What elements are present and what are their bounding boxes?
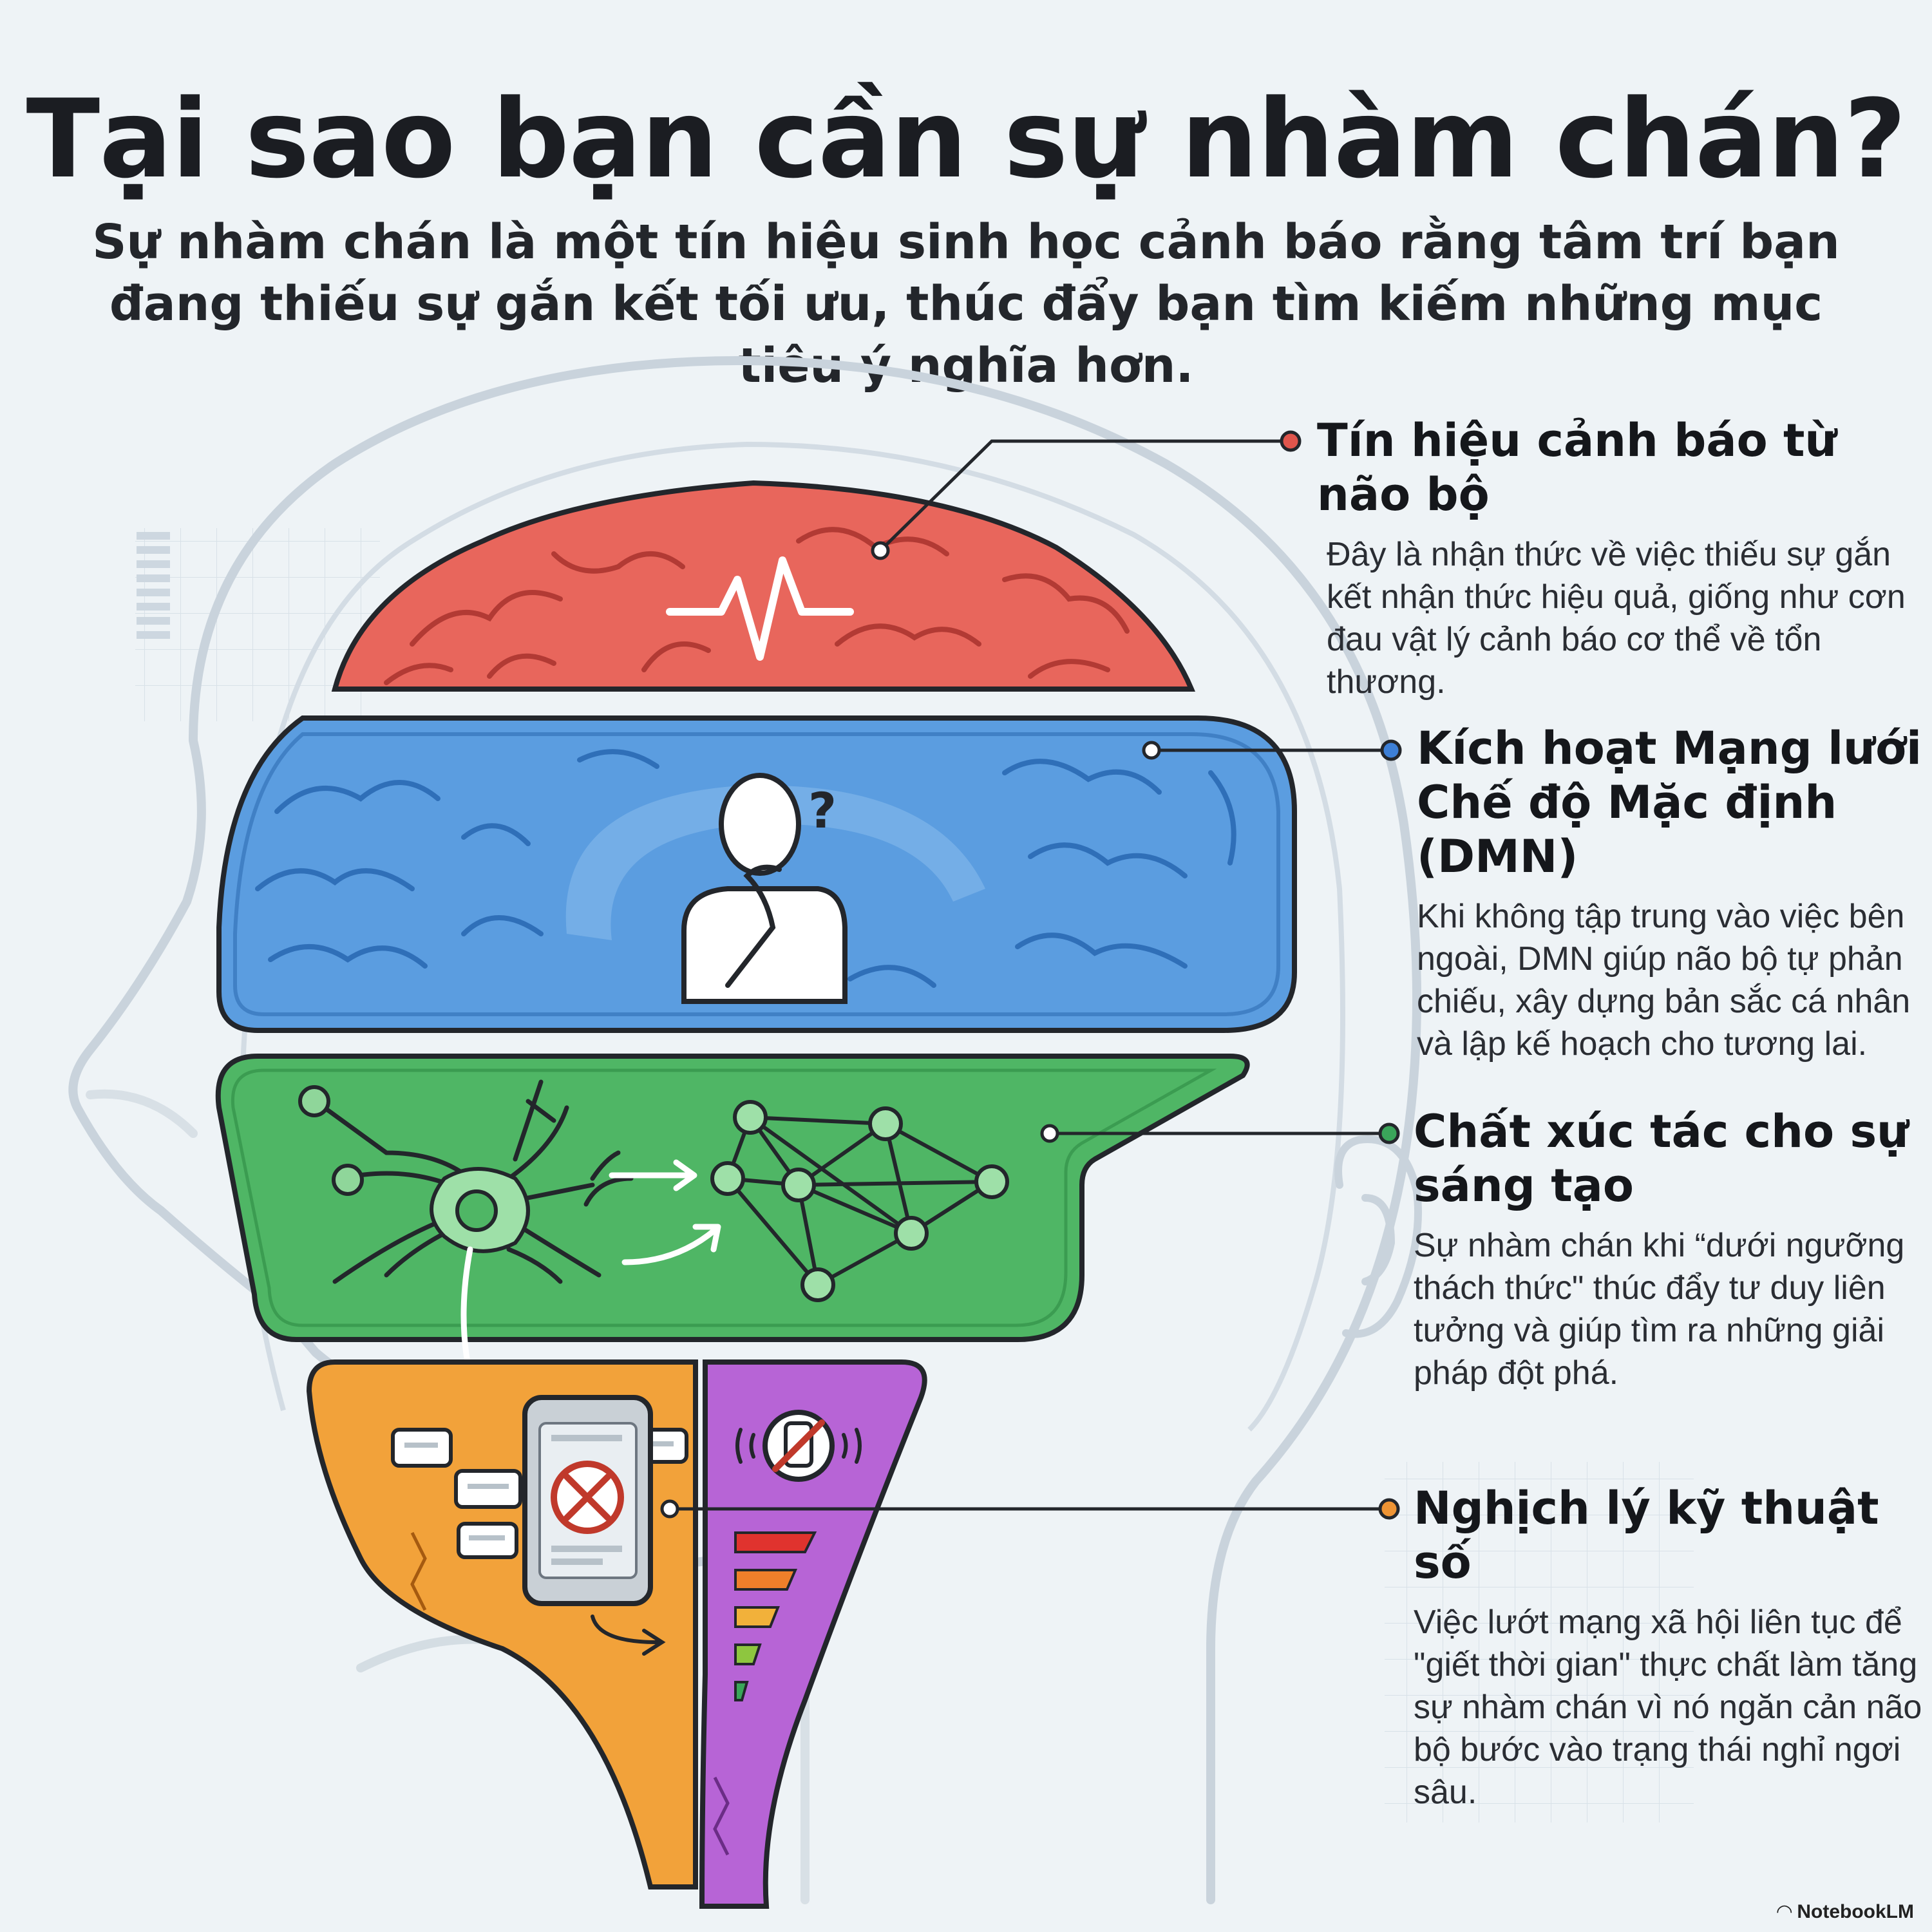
callout-heading: Nghịch lý kỹ thuật số xyxy=(1414,1482,1879,1589)
red-brain-region xyxy=(331,480,1196,692)
callout-heading: Tín hiệu cảnh báo từ não bộ xyxy=(1317,414,1837,521)
page-title: Tại sao bạn cần sự nhàm chán? xyxy=(26,76,1907,202)
brand-footer: ◠ NotebookLM xyxy=(1777,1900,1914,1923)
callout-dmn: Kích hoạt Mạng lưới Chế độ Mặc định (DMN… xyxy=(1417,721,1932,1065)
callout-body: Đây là nhận thức về việc thiếu sự gắn kế… xyxy=(1327,536,1906,701)
notebooklm-logo-icon: ◠ xyxy=(1777,1901,1792,1922)
ear xyxy=(1334,1135,1422,1338)
callout-digital-paradox: Nghịch lý kỹ thuật số Việc lướt mạng xã … xyxy=(1414,1481,1922,1814)
neuron-icon xyxy=(313,1079,634,1284)
blue-brain-region: ? xyxy=(216,715,1297,1033)
callout-warning-signal: Tín hiệu cảnh báo từ não bộ Đây là nhận … xyxy=(1317,413,1922,703)
leader-lines xyxy=(670,439,1388,1511)
heartbeat-icon xyxy=(666,556,854,661)
page-subtitle: Sự nhàm chán là một tín hiệu sinh học cả… xyxy=(92,214,1840,393)
no-phone-icon xyxy=(735,1410,862,1482)
callout-body: Việc lướt mạng xã hội liên tục để "giết … xyxy=(1414,1604,1922,1811)
orange-brain-region xyxy=(306,1359,698,1889)
arrow-icon xyxy=(591,1615,666,1656)
chat-bubble-icon xyxy=(391,1428,688,1559)
callout-creativity: Chất xúc tác cho sự sáng tạo Sự nhàm chá… xyxy=(1414,1104,1922,1394)
callout-heading: Chất xúc tác cho sự sáng tạo xyxy=(1414,1105,1909,1212)
callout-heading: Kích hoạt Mạng lưới Chế độ Mặc định (DMN… xyxy=(1417,722,1922,883)
green-brain-region xyxy=(215,1054,1250,1439)
question-mark-icon: ? xyxy=(808,782,837,839)
brand-label: NotebookLM xyxy=(1797,1900,1914,1922)
callout-body: Khi không tập trung vào việc bên ngoài, … xyxy=(1417,898,1911,1063)
callout-body: Sự nhàm chán khi “dưới ngưỡng thách thức… xyxy=(1414,1227,1905,1392)
battery-level-bars xyxy=(734,1531,817,1701)
background-grid xyxy=(135,528,1694,1823)
leader-dots xyxy=(660,430,1402,1520)
thinking-person-icon: ? xyxy=(681,773,848,1004)
phone-icon xyxy=(522,1395,653,1606)
purple-brain-region xyxy=(699,1359,927,1909)
